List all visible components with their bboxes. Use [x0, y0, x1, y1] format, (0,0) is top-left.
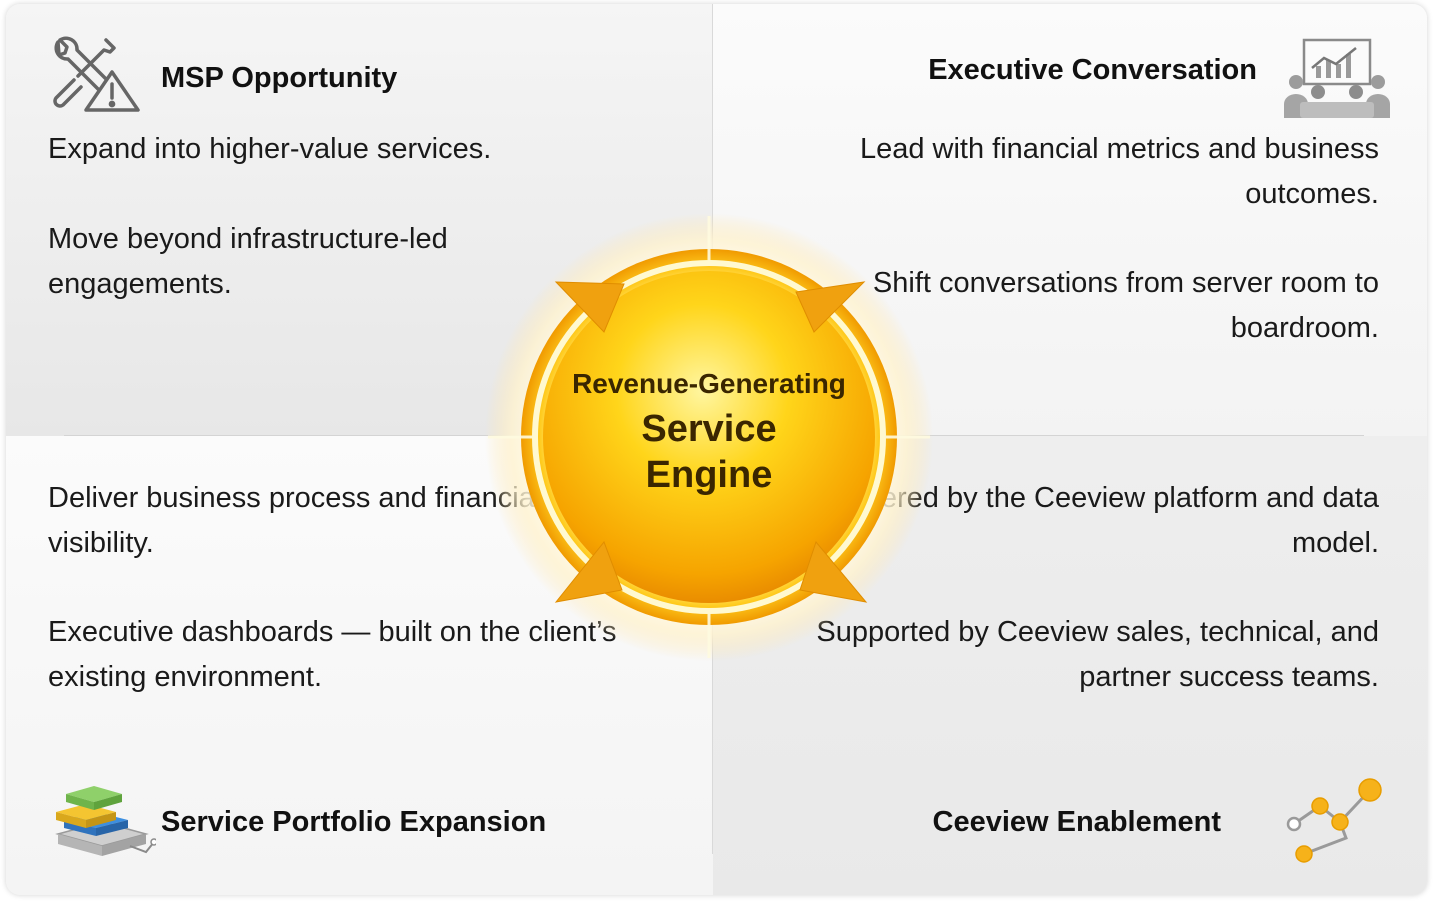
- service-portfolio-text-1: Deliver business process and financial v…: [48, 482, 542, 559]
- stacked-layers-icon: [55, 786, 156, 856]
- engine-title-line-1: Revenue-Generating: [572, 368, 846, 399]
- meeting-chart-icon: [1284, 38, 1390, 118]
- service-engine-graphic: [485, 213, 933, 661]
- service-portfolio-title: Service Portfolio Expansion: [161, 806, 547, 838]
- service-portfolio-text-2: Executive dashboards — built on the clie…: [48, 616, 617, 693]
- msp-opportunity-title: MSP Opportunity: [161, 62, 398, 94]
- msp-opportunity-text-2: Move beyond infrastructure-led engagemen…: [48, 223, 448, 300]
- msp-opportunity-text-1: Expand into higher-value services.: [48, 133, 492, 165]
- tools-warning-icon: [53, 36, 140, 112]
- network-path-icon: [1286, 778, 1382, 863]
- executive-conversation-text-1: Lead with financial metrics and business…: [859, 133, 1379, 210]
- ceeview-enablement-title: Ceeview Enablement: [932, 806, 1222, 838]
- engine-title-line-2: Service: [641, 408, 777, 450]
- executive-conversation-title: Executive Conversation: [928, 54, 1257, 86]
- ceeview-enablement-text-2: Supported by Ceeview sales, technical, a…: [816, 616, 1379, 693]
- engine-title-line-3: Engine: [645, 454, 773, 496]
- executive-conversation-text-2: Shift conversations from server room to …: [872, 267, 1379, 344]
